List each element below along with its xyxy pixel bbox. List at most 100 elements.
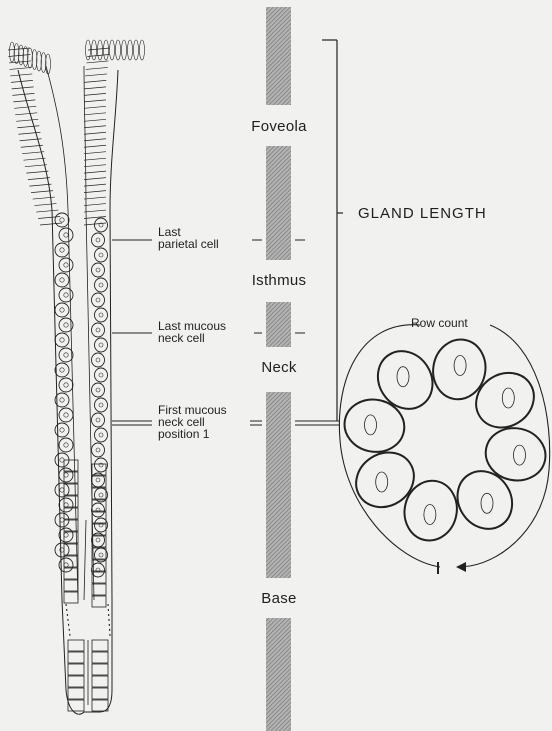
gland-cell <box>15 113 37 115</box>
gland-cell <box>84 93 106 95</box>
gland-cell <box>92 233 105 247</box>
gland-cell <box>12 93 34 95</box>
gland-cell <box>68 664 84 675</box>
gland-cell <box>92 652 108 663</box>
gland-cell <box>84 100 106 102</box>
gland-cell <box>122 40 127 60</box>
gland-cell <box>92 383 105 397</box>
gland-cell <box>140 40 145 60</box>
gland-cell <box>18 132 40 134</box>
gland-cell <box>59 258 73 272</box>
gland-cell <box>95 458 108 472</box>
gland-cell <box>68 676 84 687</box>
gland-cell <box>99 343 103 347</box>
gland-cell <box>59 288 73 302</box>
gland-cell <box>134 40 139 60</box>
row-cell <box>367 341 443 420</box>
gland-cell <box>33 197 55 199</box>
gland-cell <box>59 228 73 242</box>
bar-segment-neck-lower <box>266 392 291 578</box>
gland-length-label: GLAND LENGTH <box>358 205 487 222</box>
gland-cell <box>64 580 78 591</box>
gland-cell <box>60 488 64 492</box>
gland-cell <box>95 368 108 382</box>
gland-cell <box>23 158 45 160</box>
gland-cell <box>64 544 78 555</box>
gland-cell <box>10 67 32 69</box>
gland-cell <box>25 165 47 167</box>
gland-cell <box>29 184 51 186</box>
gland-cell <box>84 158 106 160</box>
row-cells <box>340 335 550 545</box>
gland-cell <box>60 248 64 252</box>
gland-cell <box>55 363 69 377</box>
row-cell <box>340 394 409 457</box>
row-cell <box>466 362 545 438</box>
gland-cell <box>11 80 33 82</box>
gland-cell <box>84 152 106 154</box>
row-cell <box>399 476 462 545</box>
gland-cell <box>96 538 100 542</box>
gland-cell <box>84 171 106 173</box>
gland-cell <box>10 74 32 76</box>
gland-cell <box>84 126 106 128</box>
gland-cell <box>99 283 103 287</box>
row-cell-nucleus <box>454 356 466 376</box>
gland-cell <box>99 553 103 557</box>
gland-cell <box>96 238 100 242</box>
gland-cell <box>64 383 68 387</box>
gland-cell <box>92 323 105 337</box>
gland-cell <box>84 197 106 199</box>
gland-cell <box>92 413 105 427</box>
row-cell-nucleus <box>502 388 514 408</box>
gland-cell <box>104 40 109 60</box>
gland-cell <box>92 503 105 517</box>
gland-cell <box>64 473 68 477</box>
gland-cell <box>99 493 103 497</box>
gland-cell <box>17 126 39 128</box>
row-cell <box>428 335 491 404</box>
bar-segment-base <box>266 618 291 731</box>
gland-cell <box>85 74 107 76</box>
gland-cell <box>95 278 108 292</box>
gland-cell <box>92 293 105 307</box>
gland-cell <box>92 263 105 277</box>
gland-cell <box>92 664 108 675</box>
gland-cell <box>99 373 103 377</box>
gland-cell <box>84 191 106 193</box>
gland-cell <box>84 87 106 89</box>
gland-cell <box>68 688 84 699</box>
gland-cell <box>59 378 73 392</box>
gland-cell <box>128 40 133 60</box>
gland-cell <box>92 40 97 60</box>
gland-cell <box>55 213 69 227</box>
gland-cell <box>14 106 36 108</box>
row-cell <box>346 442 425 518</box>
annotation-line: parietal cell <box>158 238 219 250</box>
gland-cell <box>64 233 68 237</box>
gland-cell <box>96 358 100 362</box>
gland-cell <box>60 338 64 342</box>
row-cell-nucleus <box>424 505 436 525</box>
row-cell-nucleus <box>514 445 526 465</box>
gland-cell <box>13 100 35 102</box>
gland-cell <box>110 40 115 60</box>
gland-cell <box>86 67 108 69</box>
annotation-last-parietal: Last parietal cell <box>158 226 219 250</box>
gland-cell <box>95 308 108 322</box>
row-cell-nucleus <box>376 472 388 492</box>
gland-cell <box>92 353 105 367</box>
gland-cell <box>64 413 68 417</box>
gland-cell <box>26 171 48 173</box>
gland-cell <box>96 568 100 572</box>
gastric-gland <box>8 40 145 714</box>
gland-cell <box>84 132 106 134</box>
gland-cell <box>60 278 64 282</box>
gland-cell <box>34 204 56 206</box>
gland-cell <box>99 313 103 317</box>
gland-cell <box>84 204 106 206</box>
gland-cell <box>59 438 73 452</box>
bar-segment-foveola <box>266 7 291 105</box>
row-cell-nucleus <box>481 493 493 513</box>
